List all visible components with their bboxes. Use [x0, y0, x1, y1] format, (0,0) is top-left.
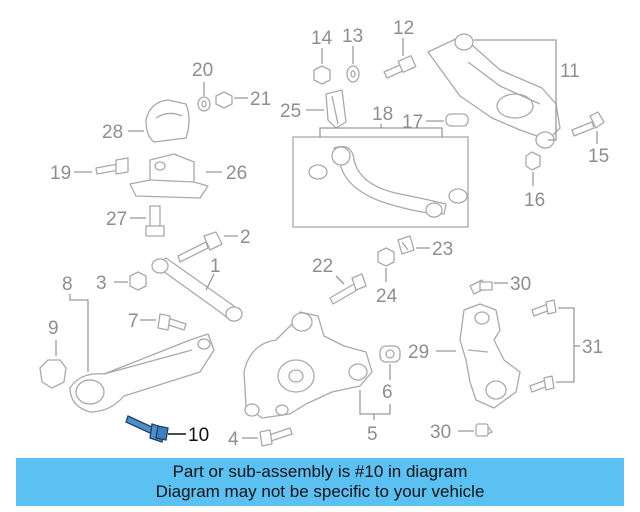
banner-line-1: Part or sub-assembly is #10 in diagram: [172, 462, 468, 481]
part-26-diff-mount[interactable]: [129, 153, 209, 199]
callout-24: 24: [376, 286, 398, 307]
callout-28: 28: [102, 122, 123, 143]
part-10-bolt[interactable]: [125, 415, 169, 443]
part-15-bolt[interactable]: [571, 111, 605, 137]
part-14-nut[interactable]: [313, 65, 331, 85]
callout-26: 26: [226, 163, 247, 184]
part-31-bolt-a[interactable]: [531, 299, 557, 317]
callout-5: 5: [367, 424, 378, 445]
callout-19: 19: [50, 163, 71, 184]
part-9-cap[interactable]: [39, 359, 67, 389]
callout-14: 14: [311, 28, 333, 49]
callout-12: 12: [393, 18, 414, 39]
callout-20: 20: [192, 60, 213, 81]
callout-18: 18: [372, 104, 393, 125]
part-13-washer[interactable]: [346, 65, 360, 83]
part-12-bolt[interactable]: [383, 55, 417, 79]
part-1-lower-link[interactable]: [151, 257, 243, 322]
callout-1: 1: [210, 256, 221, 277]
callout-9: 9: [48, 318, 59, 339]
part-21-nut[interactable]: [215, 91, 233, 109]
callout-23: 23: [432, 239, 453, 260]
part-27-bolt[interactable]: [145, 205, 165, 237]
part-6-bushing[interactable]: [379, 345, 401, 363]
part-31-bolt-b[interactable]: [529, 375, 555, 393]
part-19-bolt[interactable]: [95, 157, 129, 175]
callout-27: 27: [106, 209, 127, 230]
callout-7: 7: [128, 311, 139, 332]
part-7-bolt[interactable]: [157, 313, 187, 331]
part-30-bolt-lower[interactable]: [475, 423, 493, 437]
callout-29: 29: [408, 342, 429, 363]
callout-10: 10: [188, 425, 209, 446]
knuckle: [243, 311, 373, 419]
part-24-nut[interactable]: [377, 247, 395, 267]
part-20-washer[interactable]: [197, 96, 211, 112]
part-22-bolt[interactable]: [329, 273, 367, 305]
callout-4: 4: [228, 429, 239, 450]
callout-3: 3: [96, 273, 107, 294]
part-28-mount-cover[interactable]: [145, 99, 190, 143]
callout-17: 17: [402, 112, 423, 133]
callout-22: 22: [312, 256, 333, 277]
callout-8: 8: [62, 274, 73, 295]
callout-21: 21: [250, 89, 271, 110]
parts-diagram: 11 12 13 14 25 18 17: [39, 18, 609, 450]
info-banner: Part or sub-assembly is #10 in diagram D…: [16, 458, 624, 506]
part-11-upper-arm[interactable]: [427, 33, 561, 149]
callout-31: 31: [582, 337, 603, 358]
callout-15: 15: [588, 146, 609, 167]
callout-30-upper: 30: [510, 274, 531, 295]
callout-13: 13: [342, 26, 363, 47]
part-8-trailing-arm[interactable]: [69, 333, 215, 413]
part-18-toe-link[interactable]: [308, 145, 468, 218]
part-3-nut[interactable]: [129, 271, 147, 291]
part-17-bushing[interactable]: [445, 113, 469, 127]
part-25-bracket[interactable]: [325, 89, 347, 129]
banner-line-2: Diagram may not be specific to your vehi…: [155, 482, 485, 501]
callout-16: 16: [524, 190, 545, 211]
part-2-bolt[interactable]: [177, 231, 223, 263]
callout-11: 11: [560, 61, 580, 82]
part-23-clip[interactable]: [397, 235, 415, 255]
callout-2: 2: [240, 227, 251, 248]
callout-30-lower: 30: [430, 422, 451, 443]
part-4-bolt[interactable]: [259, 427, 293, 447]
part-16-nut[interactable]: [525, 151, 541, 171]
part-29-hub-carrier[interactable]: [459, 303, 521, 409]
callout-25: 25: [280, 101, 301, 122]
callout-6: 6: [382, 382, 393, 403]
part-30-bolt-upper[interactable]: [469, 279, 493, 295]
